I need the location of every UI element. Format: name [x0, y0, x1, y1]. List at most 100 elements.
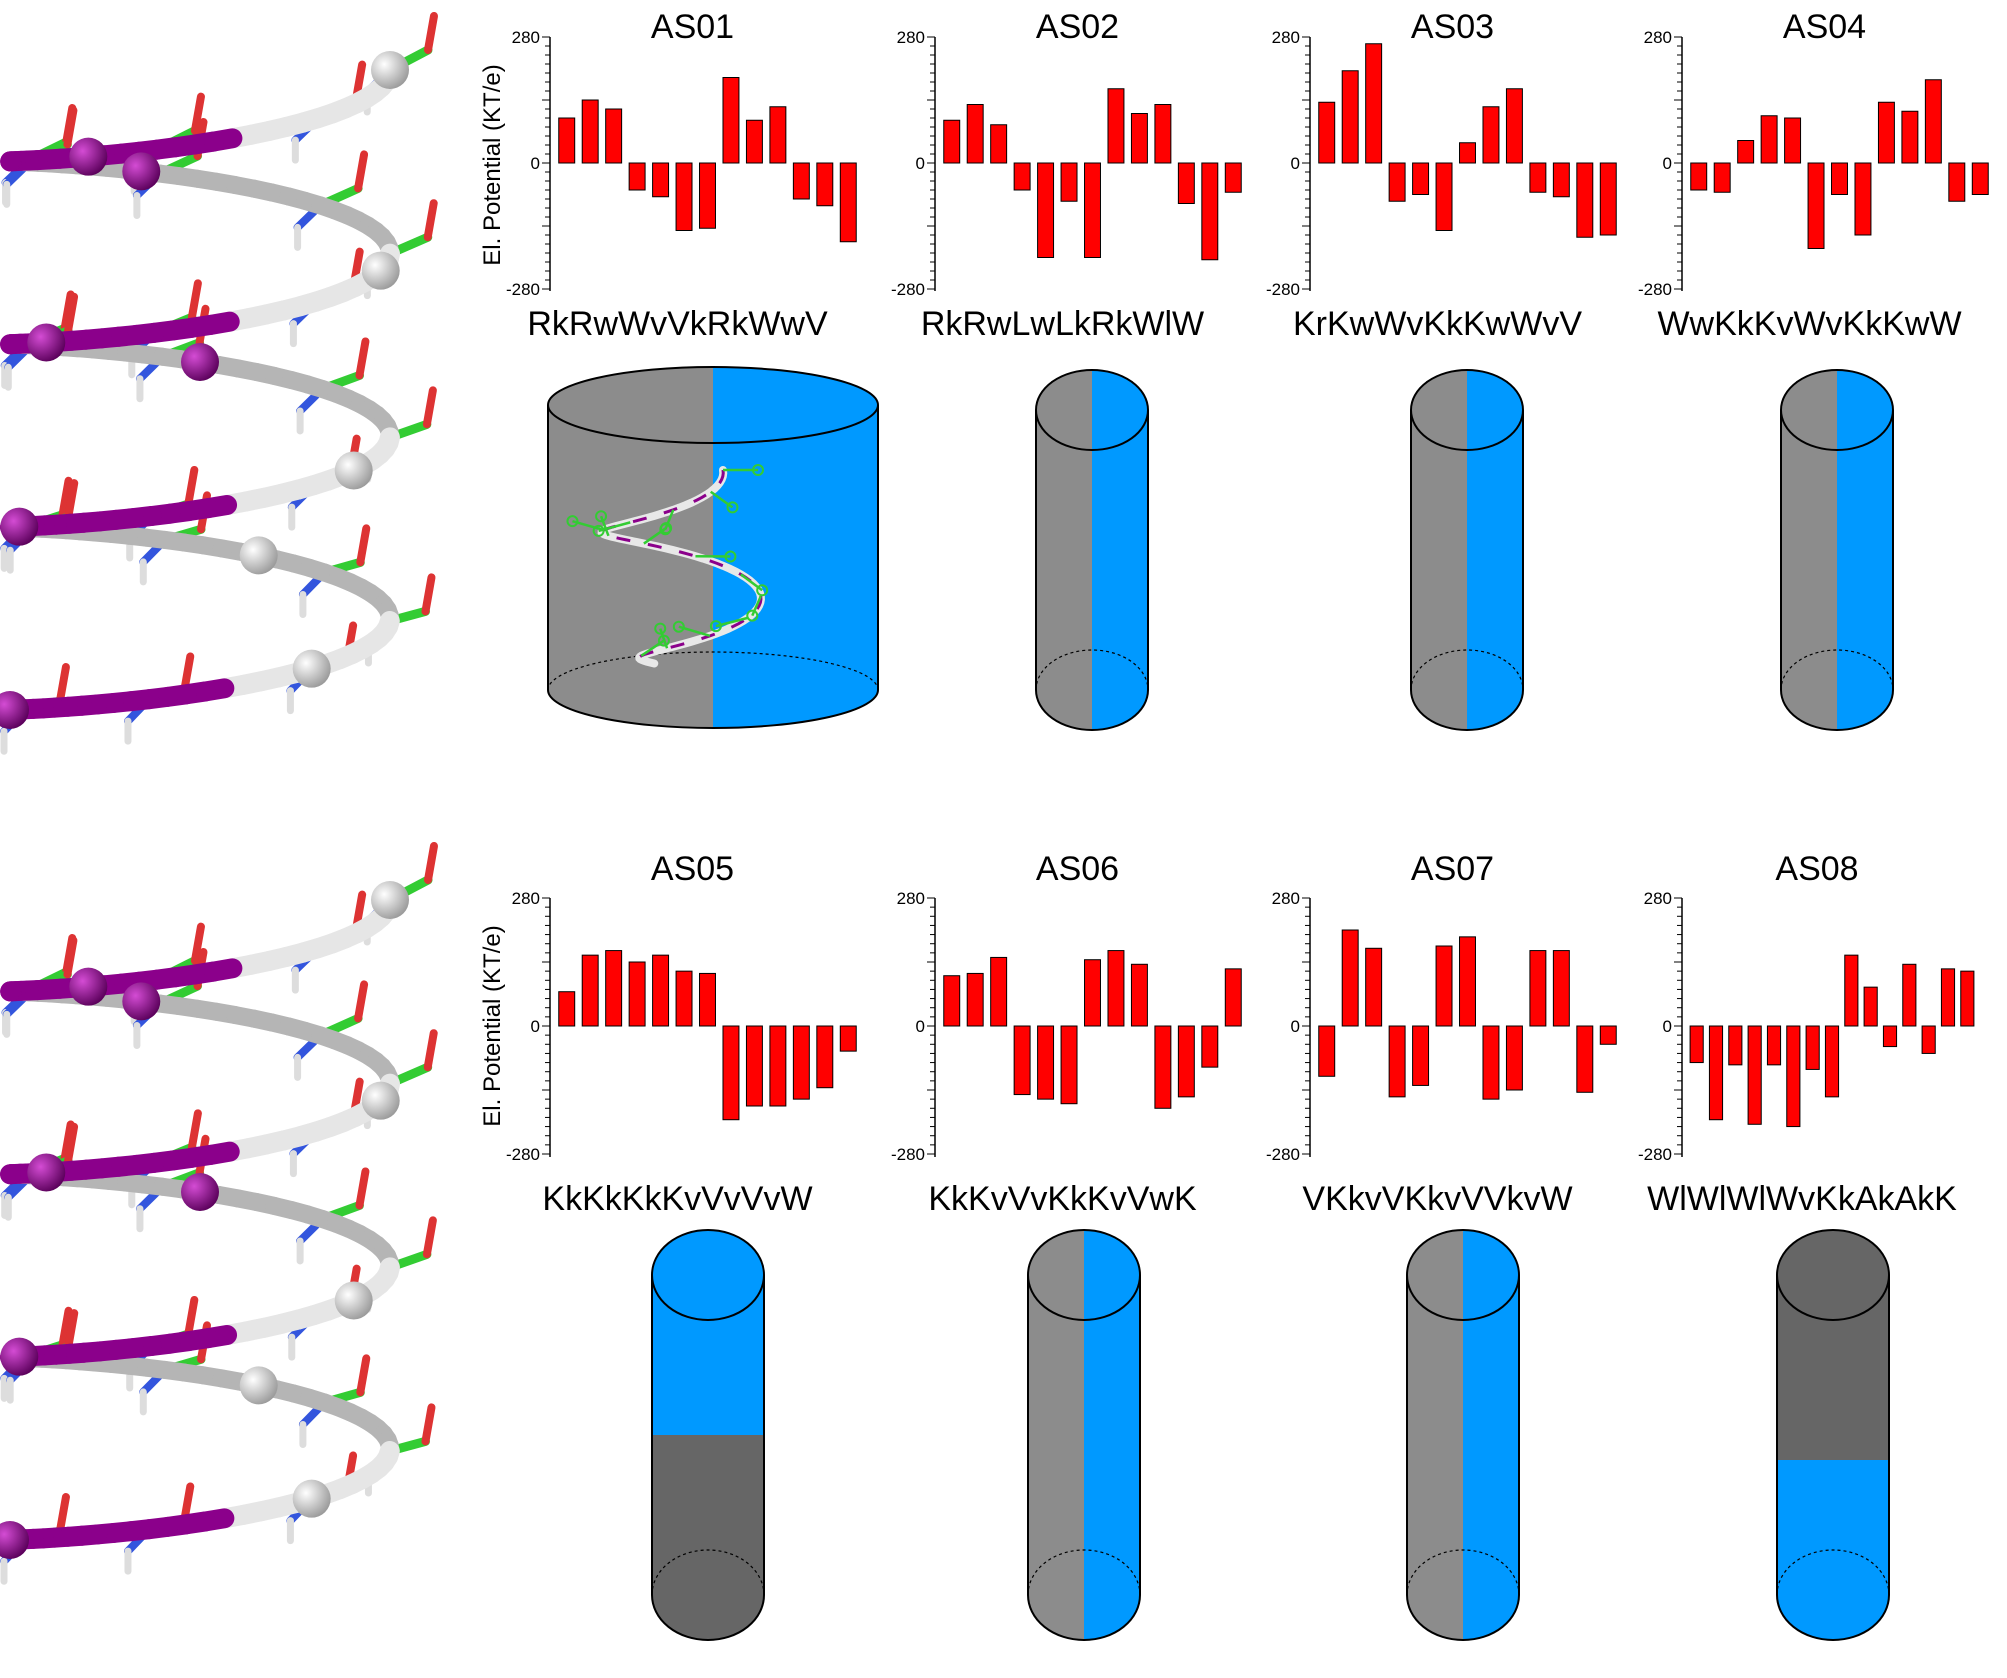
oxygen-stick: [424, 842, 438, 884]
side-chain-ring: [654, 622, 667, 635]
bar-as05-4: [628, 961, 646, 1027]
side-chain: [599, 515, 610, 537]
bar-as02-1: [943, 119, 961, 164]
y-tick-label: 0: [916, 154, 925, 173]
bar-as04-3: [1737, 140, 1755, 164]
alpha-carbon-purple: [0, 507, 39, 546]
hydrophilic-face: [1467, 410, 1523, 730]
bar-as04-13: [1971, 162, 1989, 195]
bar-as06-5: [1037, 1025, 1055, 1100]
bar-as04-5: [1784, 117, 1802, 164]
chart-title: AS06: [1036, 850, 1119, 888]
alpha-carbon-white: [371, 51, 409, 89]
bar-as05-12: [816, 1025, 834, 1089]
y-tick-label: 0: [1291, 1017, 1300, 1036]
oxygen-stick: [355, 1167, 370, 1210]
side-chain-ring: [752, 464, 764, 476]
bar-as05-9: [745, 1025, 763, 1107]
bar-as07-2: [1341, 929, 1359, 1027]
bar-as07-6: [1435, 945, 1453, 1027]
alpha-carbon-white: [239, 536, 278, 575]
y-tick-label: -280: [891, 1145, 925, 1164]
side-chain-ring: [756, 584, 769, 597]
bar-as07-3: [1365, 947, 1383, 1027]
cylinder-bottom-hidden-rim: [1406, 1549, 1520, 1596]
cylinder-as06: [1027, 1229, 1141, 1641]
alpha-carbon-white: [292, 1479, 331, 1518]
bar-as05-11: [792, 1025, 810, 1100]
alpha-carbon-purple: [0, 1337, 39, 1376]
side-chain-ring: [657, 634, 670, 647]
cylinder-bottom-rim: [1035, 689, 1149, 731]
bar-as04-11: [1924, 79, 1942, 164]
helix-structure-top: [0, 12, 438, 755]
bar-as02-11: [1177, 162, 1195, 204]
oxygen-stick: [187, 279, 202, 322]
bar-as06-1: [943, 975, 961, 1027]
oxygen-stick: [58, 476, 73, 519]
bar-as05-6: [675, 970, 693, 1027]
bar-as08-6: [1786, 1025, 1801, 1128]
bar-as07-12: [1576, 1025, 1594, 1093]
y-tick-label: -280: [1266, 1145, 1300, 1164]
sequence-label: RkRwLwLkRkWlW: [921, 305, 1204, 343]
bar-as05-13: [839, 1025, 857, 1052]
side-chain-ring: [672, 620, 685, 633]
hydrophobic-face: [1781, 410, 1837, 730]
cylinder-bottom-hidden-rim: [1410, 649, 1524, 691]
hydrophilic-face: [1837, 410, 1893, 730]
bar-as03-13: [1599, 162, 1617, 236]
cap-right: [1463, 1230, 1519, 1320]
cylinder-as04: [1780, 369, 1894, 731]
bar-as01-3: [605, 108, 623, 164]
oxygen-stick: [424, 12, 438, 54]
bar-as08-14: [1940, 968, 1956, 1027]
side-chain-ring: [595, 510, 608, 523]
oxygen-stick: [55, 663, 70, 706]
bar-as01-5: [652, 162, 670, 198]
bar-as01-2: [581, 99, 599, 164]
bar-as08-8: [1824, 1025, 1840, 1098]
oxygen-stick: [64, 292, 79, 335]
bar-as02-5: [1037, 162, 1055, 258]
bar-as07-11: [1552, 950, 1570, 1027]
oxygen-stick: [55, 1493, 70, 1536]
bar-as01-7: [699, 162, 716, 229]
cap-left: [1036, 370, 1092, 450]
bar-as01-4: [628, 162, 646, 191]
bar-as01-8: [722, 77, 740, 164]
oxygen-stick: [421, 573, 436, 616]
y-axis-label: El. Potential (KT/e): [479, 64, 506, 265]
sequence-label: KkKvVvKkKvVwK: [928, 1180, 1197, 1218]
alpha-carbon-purple: [181, 1173, 219, 1211]
oxygen-stick: [422, 386, 437, 429]
side-chain-ring: [709, 620, 722, 633]
hydrophobic-face: [1407, 1275, 1463, 1640]
bar-as08-9: [1844, 954, 1859, 1027]
bar-as05-7: [699, 972, 716, 1027]
oxygen-stick: [355, 337, 370, 380]
alpha-carbon-purple: [0, 691, 29, 729]
y-tick-label: 0: [916, 1017, 925, 1036]
oxygen-stick: [422, 1216, 437, 1259]
sequence-label: WwKkKvWvKkKwW: [1657, 305, 1961, 343]
sequence-label: WlWlWlWvKkAkAkK: [1647, 1180, 1957, 1218]
cylinder-bottom-hidden-rim: [1027, 1549, 1141, 1596]
oxygen-stick: [354, 150, 369, 193]
cylinder-as08: [1776, 1229, 1890, 1641]
bar-as04-4: [1760, 115, 1778, 164]
hydrophobic-face: [548, 405, 713, 728]
chart-title: AS05: [651, 850, 734, 888]
bar-as03-3: [1365, 43, 1383, 164]
bar-as07-4: [1388, 1025, 1406, 1098]
bar-as08-13: [1921, 1025, 1936, 1054]
cylinder-bottom-rim: [651, 1594, 765, 1641]
bar-as01-10: [769, 106, 787, 164]
oxygen-stick: [423, 1029, 438, 1072]
bar-as02-13: [1224, 162, 1242, 193]
alpha-carbon-purple: [69, 967, 108, 1006]
bar-as04-9: [1877, 101, 1895, 164]
